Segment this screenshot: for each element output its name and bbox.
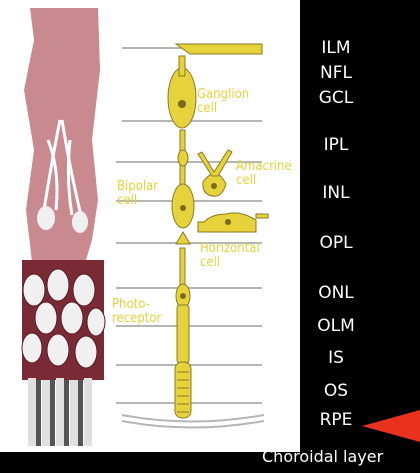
layer-label-onl: ONL (318, 285, 354, 302)
photoreceptor-axon (180, 248, 185, 288)
photoreceptor-inner (177, 305, 189, 363)
inner-cell (37, 206, 55, 230)
layer-label-gcl: GCL (319, 90, 354, 107)
horizontal-cell-label: Horizontal cell (200, 242, 260, 270)
photoreceptor-label: Photo- receptor (112, 298, 161, 326)
layer-label-rpe: RPE (320, 412, 353, 429)
layer-label-nfl: NFL (320, 65, 352, 82)
ganglion-cell (168, 68, 196, 128)
upper-tissue (24, 8, 100, 262)
layer-label-opl: OPL (319, 235, 352, 252)
layer-label-os: OS (324, 383, 348, 400)
red-arrow-icon (362, 410, 420, 442)
layer-label-olm: OLM (317, 318, 355, 335)
bipolar-cell-label: Bipolar cell (117, 180, 158, 208)
ganglion-process (179, 56, 185, 76)
photoreceptor-outer (175, 362, 191, 418)
bipolar-node (178, 150, 188, 166)
layer-label-ilm: ILM (321, 40, 350, 57)
horizontal-tail (256, 214, 268, 218)
ganglion-axon (176, 44, 262, 54)
amacrine-cell-label: Amacrine cell (236, 160, 292, 188)
ganglion-cell-label: Ganglion cell (197, 88, 249, 116)
choroidal-layer-label: Choroidal layer (262, 449, 383, 465)
layer-label-is: IS (328, 350, 344, 367)
layer-label-inl: INL (322, 185, 349, 202)
inner-cell (72, 211, 88, 233)
layer-label-ipl: IPL (324, 137, 349, 154)
